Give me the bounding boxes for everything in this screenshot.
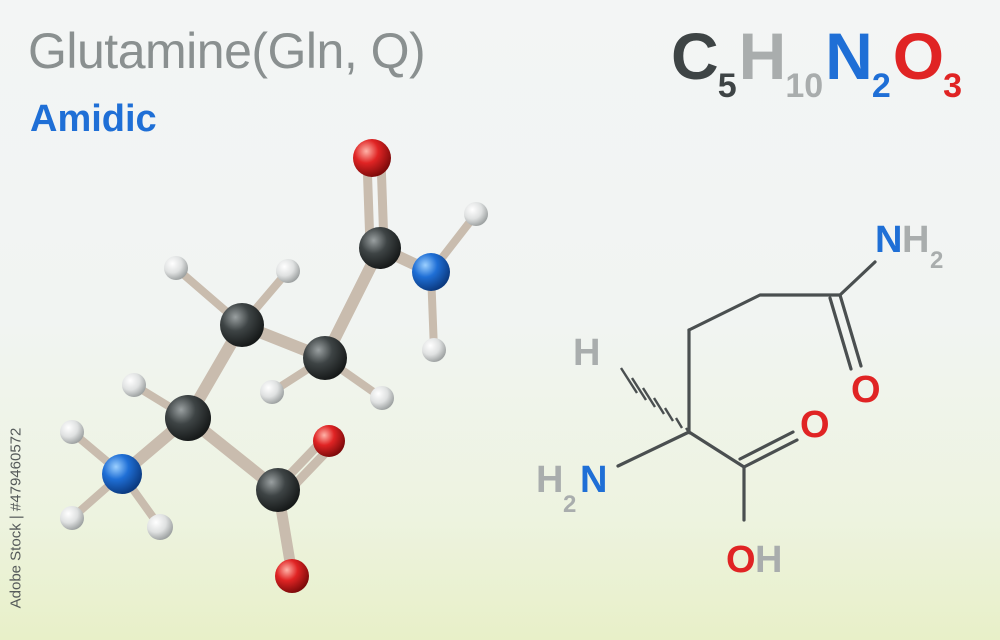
nitrogen-atom-ball <box>412 253 450 291</box>
amine-nitrogen-label: N <box>580 459 607 501</box>
amine-hydrogen-count: 2 <box>563 491 576 518</box>
formula-count-nitrogen: 2 <box>871 67 891 105</box>
bond-sticks <box>68 155 480 580</box>
formula-element-nitrogen: N <box>825 19 873 93</box>
amide-hydrogen-label: H <box>902 219 929 261</box>
hydrogen-atom-ball <box>60 420 84 444</box>
carbon-atom-ball <box>256 468 300 512</box>
oxygen-atom-ball <box>353 139 391 177</box>
carbon-atom-ball <box>303 336 347 380</box>
ball-and-stick-model <box>60 139 488 593</box>
formula-count-hydrogen: 10 <box>785 67 824 105</box>
skeletal-chain <box>687 260 877 332</box>
skeletal-formula: N H 2 O O O H H H 2 N <box>536 219 943 581</box>
hydrogen-atom-ball <box>276 259 300 283</box>
amide-oxygen-label: O <box>851 369 881 411</box>
hydrogen-atom-ball <box>164 256 188 280</box>
carbon-atom-ball <box>165 395 211 441</box>
nitrogen-atom-ball <box>102 454 142 494</box>
skeletal-bond <box>742 438 799 469</box>
acid-carbonyl-oxygen-label: O <box>800 404 830 446</box>
formula-count-carbon: 5 <box>717 67 737 105</box>
formula-element-oxygen: O <box>892 19 944 93</box>
skeletal-bond <box>838 293 863 368</box>
amide-hydrogen-count: 2 <box>930 247 943 274</box>
hydrogen-atom-ball <box>422 338 446 362</box>
oxygen-atom-ball <box>313 425 345 457</box>
hydrogen-atom-ball <box>147 514 173 540</box>
skeletal-chain <box>687 328 746 522</box>
acid-hydroxyl-hydrogen-label: H <box>755 539 782 581</box>
hashed-wedge-bond <box>619 367 691 435</box>
amine-hydrogen-label: H <box>536 459 563 501</box>
carbon-atom-ball <box>220 303 264 347</box>
oxygen-atom-ball <box>275 559 309 593</box>
skeletal-bonds <box>616 260 877 522</box>
formula-count-oxygen: 3 <box>943 67 962 105</box>
skeletal-bond <box>616 430 691 468</box>
formula-element-carbon: C <box>671 19 719 93</box>
hydrogen-atom-ball <box>370 386 394 410</box>
amide-nitrogen-label: N <box>875 219 902 261</box>
page-title: Glutamine(Gln, Q) <box>28 23 426 79</box>
hydrogen-atom-ball <box>122 373 146 397</box>
skeletal-bond <box>828 296 853 371</box>
formula-element-hydrogen: H <box>738 19 787 93</box>
skeletal-bond <box>738 430 795 461</box>
hydrogen-atom-ball <box>60 506 84 530</box>
acid-hydroxyl-oxygen-label: O <box>726 539 756 581</box>
hydrogen-atom-ball <box>464 202 488 226</box>
alpha-hydrogen-label: H <box>573 332 600 374</box>
carbon-atom-ball <box>359 227 401 269</box>
hydrogen-atom-ball <box>260 380 284 404</box>
subtitle-category: Amidic <box>30 98 157 140</box>
